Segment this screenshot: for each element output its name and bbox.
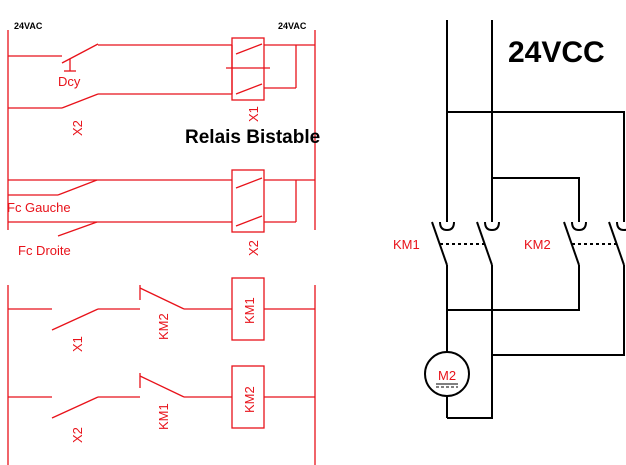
coil-x2 — [231, 169, 265, 233]
km1-power-contacts — [431, 221, 493, 355]
coil-x1-label: X1 — [246, 106, 261, 122]
rung-3: X1 KM2 KM1 — [8, 277, 315, 352]
fc-droite-contact — [57, 221, 98, 237]
x1-rung3-label: X1 — [70, 336, 85, 352]
motor-m2 — [424, 351, 470, 397]
km2-power-contacts — [447, 221, 625, 356]
x2-rung4-label: X2 — [70, 427, 85, 443]
fc-gauche-contact — [57, 179, 98, 196]
x2-contact-rung4 — [51, 396, 99, 419]
coil-x1 — [231, 37, 265, 101]
dcy-contact — [61, 43, 99, 64]
km2-rung3-label: KM2 — [156, 313, 171, 340]
x2-rung1-label: X2 — [70, 120, 85, 136]
supply-24vcc-label: 24VCC — [508, 36, 605, 69]
left-ladder: 24VAC 24VAC Dcy X2 X1 Relais Bi — [7, 21, 320, 465]
coil-km1-label: KM1 — [242, 297, 257, 324]
power-circuit: 24VCC KM1 KM2 — [393, 20, 626, 419]
supply-left-label: 24VAC — [14, 21, 43, 31]
fc-gauche-label: Fc Gauche — [7, 200, 71, 215]
relais-bistable-title: Relais Bistable — [185, 127, 320, 148]
km1-power-label: KM1 — [393, 237, 420, 252]
fc-droite-label: Fc Droite — [18, 243, 71, 258]
supply-right-label: 24VAC — [278, 21, 307, 31]
rung-4: X2 KM1 KM2 — [8, 365, 315, 443]
x2-contact — [61, 93, 99, 109]
coil-x2-label: X2 — [246, 240, 261, 256]
rung-2: Fc Gauche Fc Droite X2 — [7, 169, 315, 258]
km1-rung4-label: KM1 — [156, 403, 171, 430]
x1-contact — [51, 308, 99, 331]
motor-label: M2 — [438, 368, 456, 383]
km2-power-label: KM2 — [524, 237, 551, 252]
rung-1: Dcy X2 X1 — [8, 37, 315, 136]
coil-km2-label: KM2 — [242, 386, 257, 413]
km1-nc-contact — [139, 375, 185, 398]
dcy-label: Dcy — [58, 74, 81, 89]
km2-nc-contact — [139, 287, 185, 310]
